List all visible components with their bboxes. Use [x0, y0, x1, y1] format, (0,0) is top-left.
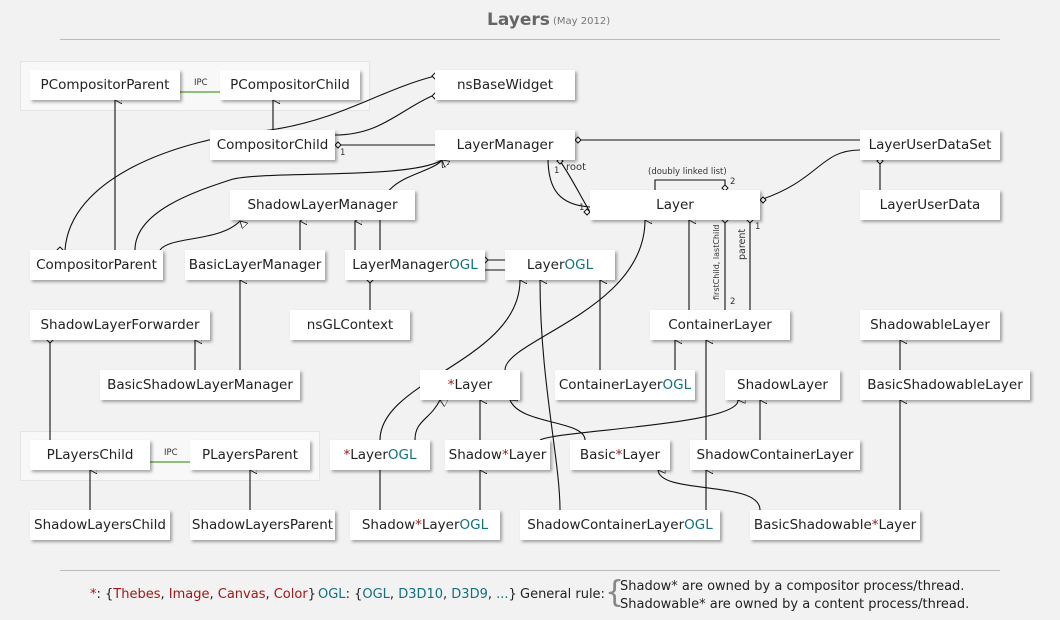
legend-rule-2: Shadowable* are owned by a content proce… — [620, 597, 970, 612]
ipc-label-layers: IPC — [164, 448, 178, 458]
node-nsglcontext[interactable]: nsGLContext — [290, 310, 410, 340]
node-pcompositor-child[interactable]: PCompositorChild — [220, 70, 360, 100]
node-basic-star-layer[interactable]: Basic*Layer — [570, 440, 670, 470]
node-basic-shadowable-star-layer[interactable]: BasicShadowable*Layer — [750, 510, 920, 540]
node-players-child[interactable]: PLayersChild — [30, 440, 150, 470]
first-last-child-label: firstChild, lastChild — [712, 224, 721, 300]
node-shadow-container-layer[interactable]: ShadowContainerLayer — [690, 440, 860, 470]
node-shadow-layer-manager[interactable]: ShadowLayerManager — [230, 190, 415, 220]
page-subtitle: (May 2012) — [553, 16, 611, 27]
legend-star: *: {Thebes, Image, Canvas, Color} — [90, 587, 316, 602]
legend-ogl: OGL: {OGL, D3D10, D3D9, ...} — [318, 587, 517, 602]
node-layer-user-data-set[interactable]: LayerUserDataSet — [860, 130, 1000, 160]
multiplicity-1: 1 — [579, 203, 585, 213]
node-shadowable-layer[interactable]: ShadowableLayer — [860, 310, 1000, 340]
node-players-parent[interactable]: PLayersParent — [190, 440, 310, 470]
node-star-layer[interactable]: *Layer — [420, 370, 520, 400]
node-layer-manager[interactable]: LayerManager — [435, 130, 575, 160]
node-nsbasewidget[interactable]: nsBaseWidget — [435, 70, 575, 100]
multiplicity-1: 1 — [755, 222, 761, 232]
node-layer-user-data[interactable]: LayerUserData — [860, 190, 1000, 220]
ipc-label-compositor: IPC — [194, 78, 208, 88]
node-compositor-parent[interactable]: CompositorParent — [30, 250, 163, 280]
node-basic-shadowable-layer[interactable]: BasicShadowableLayer — [860, 370, 1030, 400]
multiplicity-2: 2 — [730, 297, 736, 307]
legend-general-rule-label: General rule: — [520, 587, 605, 602]
bottom-rule — [60, 570, 1000, 571]
node-basic-shadow-layer-manager[interactable]: BasicShadowLayerManager — [100, 370, 300, 400]
node-pcompositor-parent[interactable]: PCompositorParent — [30, 70, 180, 100]
node-compositor-child[interactable]: CompositorChild — [210, 130, 335, 160]
parent-label: parent — [737, 228, 748, 260]
page-title: Layers — [487, 10, 550, 30]
node-shadow-layer-forwarder[interactable]: ShadowLayerForwarder — [30, 310, 210, 340]
multiplicity-2: 2 — [730, 177, 736, 187]
node-container-layer[interactable]: ContainerLayer — [650, 310, 790, 340]
node-shadow-layers-child[interactable]: ShadowLayersChild — [30, 510, 170, 540]
legend-rule-1: Shadow* are owned by a compositor proces… — [620, 579, 965, 594]
multiplicity-1: 1 — [554, 166, 560, 176]
top-rule — [60, 39, 1000, 40]
node-basic-layer-manager[interactable]: BasicLayerManager — [185, 250, 325, 280]
root-label: root — [566, 162, 587, 173]
doubly-linked-list-label: (doubly linked list) — [648, 167, 727, 177]
node-layer[interactable]: Layer — [590, 190, 760, 220]
node-shadow-layer[interactable]: ShadowLayer — [725, 370, 840, 400]
node-shadow-layers-parent[interactable]: ShadowLayersParent — [190, 510, 335, 540]
legend-brace: { — [605, 575, 625, 610]
node-shadow-star-layer[interactable]: Shadow*Layer — [445, 440, 550, 470]
multiplicity-1: 1 — [340, 148, 346, 158]
